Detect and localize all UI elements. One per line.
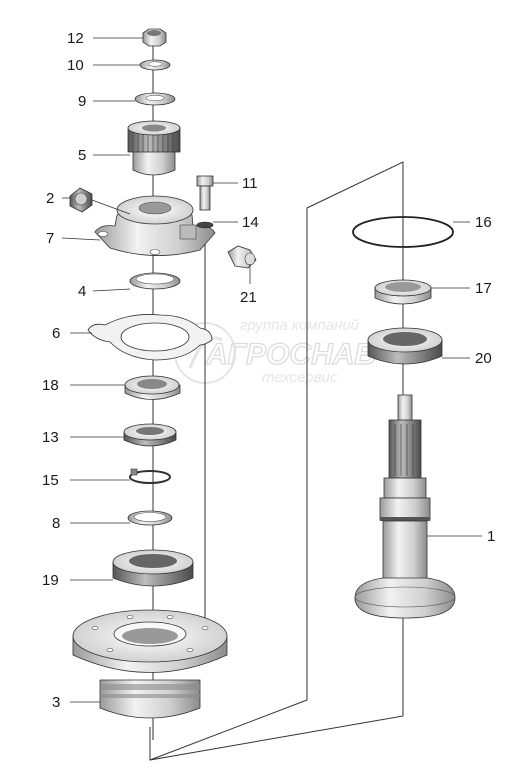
part-8-ring	[127, 510, 173, 526]
callout-labels: 12 10 9 5 2 7 11 14 4 21 6 18 13 15 8 19…	[42, 30, 495, 711]
callout-3: 3	[52, 694, 60, 711]
part-20-bearing	[367, 327, 443, 365]
part-5-gear	[127, 120, 181, 176]
callout-12: 12	[67, 30, 84, 47]
callout-4: 4	[78, 283, 86, 300]
watermark-line2: АГРОСНАБ	[205, 338, 376, 371]
part-7-housing-cover	[94, 195, 216, 256]
callout-10: 10	[67, 57, 84, 74]
part-1-shaft	[354, 394, 456, 619]
part-14-washer	[196, 221, 214, 229]
part-12-nut	[142, 28, 167, 47]
part-16-o-ring	[352, 216, 454, 248]
part-2-fitting	[69, 187, 93, 213]
callout-5: 5	[78, 147, 86, 164]
callout-18: 18	[42, 377, 59, 394]
callout-14: 14	[242, 214, 259, 231]
part-11-bolt	[196, 175, 214, 211]
callout-11: 11	[242, 175, 258, 192]
part-17-seal	[374, 279, 432, 305]
callout-20: 20	[475, 350, 492, 367]
part-10-washer	[139, 59, 171, 71]
part-21-fitting	[227, 245, 257, 269]
leader-lines	[61, 37, 482, 703]
callout-6: 6	[52, 325, 60, 342]
watermark-line3: техсервис	[262, 369, 338, 386]
part-4-ring	[129, 272, 181, 290]
callout-9: 9	[78, 93, 86, 110]
part-13-nut	[123, 423, 177, 447]
callout-8: 8	[52, 515, 60, 532]
part-3-housing	[72, 609, 228, 719]
watermark-line1: группа компаний	[240, 317, 360, 334]
callout-15: 15	[42, 472, 59, 489]
callout-7: 7	[46, 230, 54, 247]
part-9-washer	[134, 92, 176, 106]
callout-13: 13	[42, 429, 59, 446]
callout-16: 16	[475, 214, 492, 231]
part-18-seal	[124, 375, 181, 400]
callout-2: 2	[46, 190, 54, 207]
part-6-gasket	[87, 314, 213, 361]
part-15-lock-washer	[129, 468, 171, 484]
part-19-bearing	[112, 549, 194, 587]
watermark: группа компаний АГРОСНАБ техсервис	[174, 317, 376, 386]
callout-1: 1	[487, 528, 495, 545]
callout-19: 19	[42, 572, 59, 589]
callout-17: 17	[475, 280, 492, 297]
callout-21: 21	[240, 289, 257, 306]
